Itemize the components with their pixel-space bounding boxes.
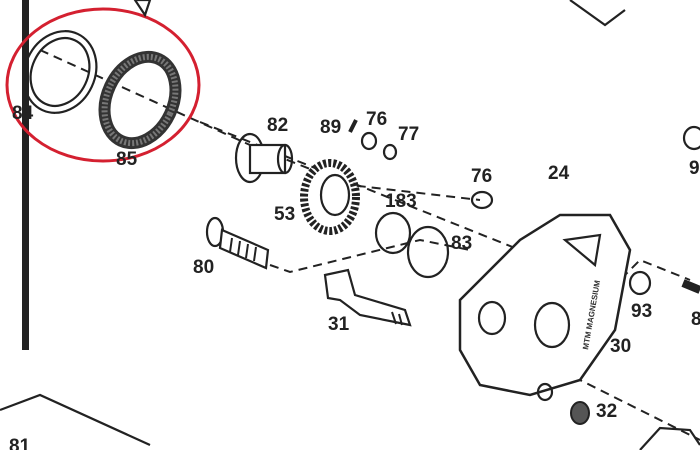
part-partial-top xyxy=(133,0,152,18)
part-83-washer xyxy=(406,225,450,279)
label-76: 76 xyxy=(471,166,492,187)
part-81-arm xyxy=(0,393,151,447)
part-89-pin xyxy=(348,119,358,133)
label-77: 77 xyxy=(398,124,419,145)
part-93-nut xyxy=(628,270,652,296)
part-partial-bottom-right xyxy=(639,426,700,450)
label-93: 93 xyxy=(631,301,652,322)
part-82-bushing xyxy=(234,132,294,184)
part-85-seal xyxy=(98,50,182,150)
label-83: 83 xyxy=(451,233,472,254)
label-81: 81 xyxy=(9,436,31,450)
label-82: 82 xyxy=(267,115,288,136)
part-76-washer xyxy=(360,131,378,151)
part-53-gear xyxy=(300,159,360,235)
label-183: 183 xyxy=(385,191,417,212)
part-stud-partial xyxy=(681,279,700,294)
assembly-axis-line xyxy=(269,238,471,274)
part-32-bearing xyxy=(570,401,590,425)
highlight-circle xyxy=(5,7,201,163)
label-53: 53 xyxy=(274,204,295,225)
label-80: 80 xyxy=(193,257,214,278)
label-85: 85 xyxy=(116,149,138,170)
part-partial-top-right xyxy=(569,0,626,27)
frame-bar xyxy=(22,0,29,350)
part-nut-partial xyxy=(682,125,700,151)
assembly-axis-line xyxy=(479,329,700,441)
label-partial-9: 9 xyxy=(689,158,700,179)
part-30-cover: MTM MAGNESIUM xyxy=(458,213,632,402)
label-89: 89 xyxy=(320,117,341,138)
part-77-washer xyxy=(382,143,398,161)
label-76: 76 xyxy=(366,109,387,130)
label-partial-8: 8 xyxy=(691,309,700,330)
part-76-washer xyxy=(470,190,494,210)
label-24: 24 xyxy=(548,163,570,184)
part-80-bolt xyxy=(205,216,270,270)
label-84: 84 xyxy=(12,103,34,124)
label-32: 32 xyxy=(596,401,617,422)
label-31: 31 xyxy=(328,314,350,335)
part-31-shaft xyxy=(323,268,412,327)
assembly-axis-line xyxy=(199,121,521,251)
part-183-washer xyxy=(374,211,412,255)
label-30: 30 xyxy=(610,336,631,357)
part-84-ring xyxy=(22,30,98,114)
